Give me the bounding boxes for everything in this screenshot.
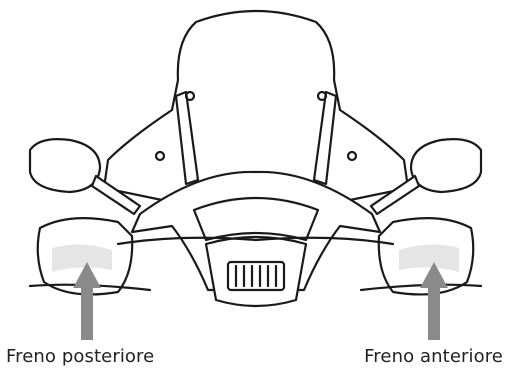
mirror-right xyxy=(411,139,481,192)
headlight-top xyxy=(194,198,318,240)
rear-brake-label: Freno posteriore xyxy=(6,346,154,367)
front-brake-label: Freno anteriore xyxy=(364,346,503,367)
mirror-left xyxy=(30,139,100,192)
